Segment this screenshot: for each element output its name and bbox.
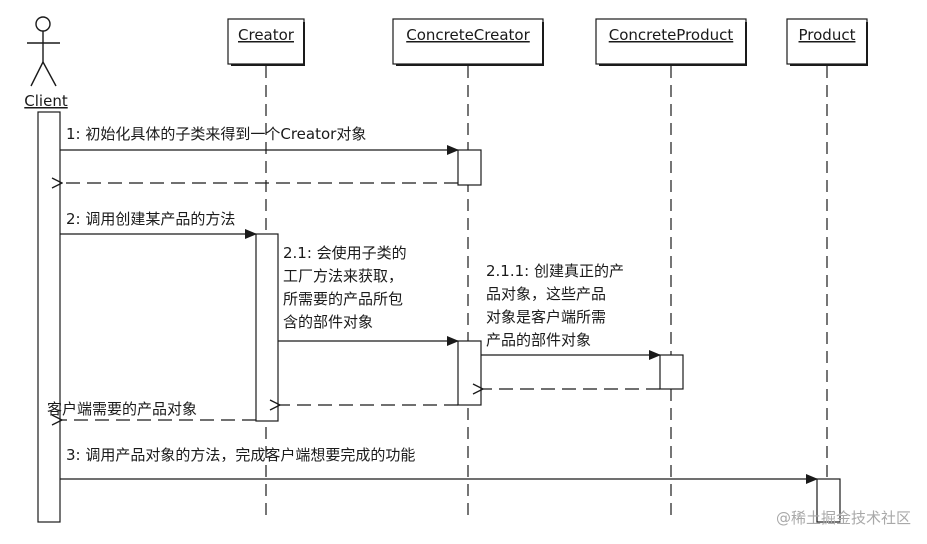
actor-label: Client <box>24 92 68 110</box>
participant-label: Product <box>799 26 856 44</box>
watermark: @稀土掘金技术社区 <box>776 509 911 527</box>
message-3-label: 3: 调用产品对象的方法，完成客户端想要完成的功能 <box>66 446 415 464</box>
participant-creator: Creator <box>227 18 305 66</box>
activation-creator <box>255 233 279 422</box>
activation-concrete-creator-2 <box>457 340 482 406</box>
activation-client <box>37 111 61 523</box>
client-actor: Client <box>24 16 68 110</box>
message-2-1-label: 2.1: 会使用子类的 工厂方法来获取， 所需要的产品所包 含的部件对象 <box>283 244 411 331</box>
messages <box>60 145 818 484</box>
activation-concrete-product <box>659 354 684 390</box>
activation-product <box>816 478 841 523</box>
message-1-label: 1: 初始化具体的子类来得到一个Creator对象 <box>66 125 366 143</box>
lifelines <box>265 66 828 522</box>
activation-concrete-creator-1 <box>457 149 482 186</box>
message-2-label: 2: 调用创建某产品的方法 <box>66 210 235 228</box>
stick-figure-icon <box>27 16 60 87</box>
message-2-1-1-label: 2.1.1: 创建真正的产 品对象，这些产品 对象是客户端所需 产品的部件对象 <box>486 262 629 349</box>
participant-label: ConcreteCreator <box>406 26 530 44</box>
participant-concrete-creator: ConcreteCreator <box>392 18 544 66</box>
return-client-label: 客户端需要的产品对象 <box>47 400 197 418</box>
participant-label: ConcreteProduct <box>609 26 734 44</box>
participant-concrete-product: ConcreteProduct <box>595 18 747 66</box>
participant-label: Creator <box>238 26 295 44</box>
participant-product: Product <box>786 18 868 66</box>
